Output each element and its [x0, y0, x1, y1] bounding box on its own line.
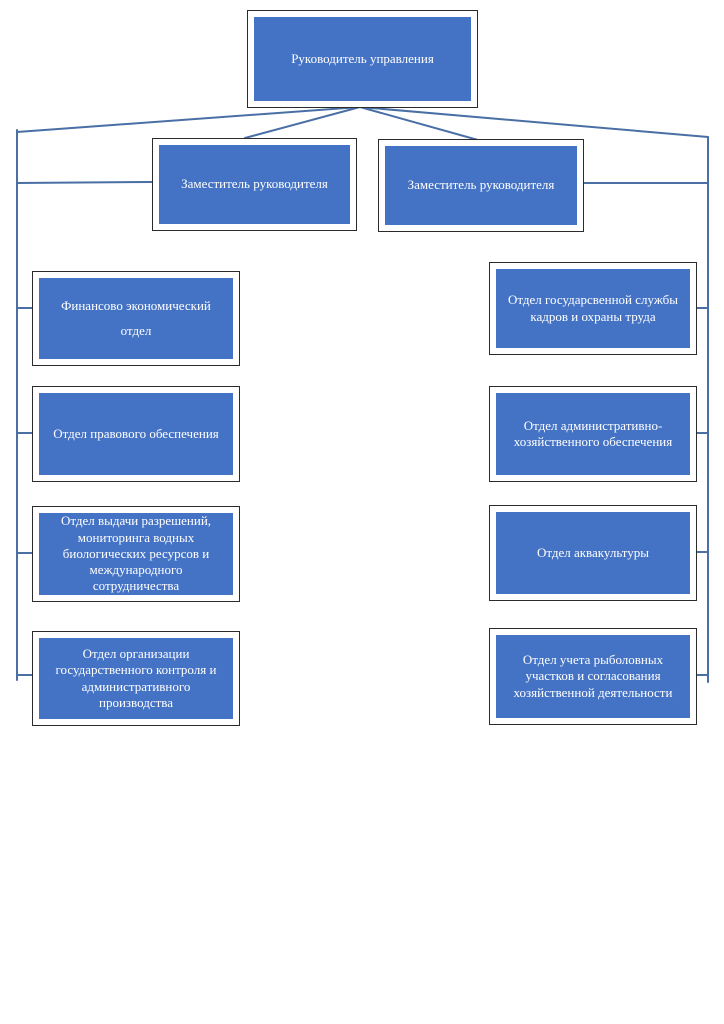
left-dept-3-box: Отдел выдачи разрешений, мониторинга вод… [39, 513, 233, 595]
right-dept-1-label: Отдел государсвенной службы кадров и охр… [508, 292, 678, 324]
connector-left-deputy [16, 181, 153, 184]
right-dept-2-label: Отдел административно-хозяйственного обе… [513, 417, 673, 449]
left-dept-2-label: Отдел правового обеспечения [53, 425, 219, 441]
deputy-node-left: Заместитель руководителя [152, 138, 357, 231]
right-dept-3: Отдел аквакультуры [489, 505, 697, 601]
connector-head-deputy-left [244, 106, 361, 139]
deputy-node-right: Заместитель руководителя [378, 139, 584, 232]
right-dept-3-label: Отдел аквакультуры [536, 544, 650, 560]
connector-head-left [16, 106, 361, 133]
left-dept-3-label: Отдел выдачи разрешений, мониторинга вод… [60, 513, 212, 594]
right-dept-2-box: Отдел административно-хозяйственного обе… [496, 393, 690, 475]
left-dept-1: Финансово экономический отдел [32, 271, 240, 366]
head-box: Руководитель управления [254, 17, 471, 101]
head-label: Руководитель управления [291, 50, 434, 66]
head-node: Руководитель управления [247, 10, 478, 108]
deputy-box-left: Заместитель руководителя [159, 145, 350, 224]
right-dept-3-box: Отдел аквакультуры [496, 512, 690, 594]
connector-head-right [359, 106, 709, 138]
right-dept-1-box: Отдел государсвенной службы кадров и охр… [496, 269, 690, 348]
left-dept-4: Отдел организации государственного контр… [32, 631, 240, 726]
left-dept-1-label: Финансово экономический отдел [61, 297, 211, 338]
left-dept-1-box: Финансово экономический отдел [39, 278, 233, 359]
left-dept-2: Отдел правового обеспечения [32, 386, 240, 482]
left-dept-3: Отдел выдачи разрешений, мониторинга вод… [32, 506, 240, 602]
connector-head-deputy-right [359, 106, 479, 141]
left-dept-4-label: Отдел организации государственного контр… [55, 646, 217, 710]
right-dept-4-box: Отдел учета рыболовных участков и соглас… [496, 635, 690, 718]
deputy-box-right: Заместитель руководителя [385, 146, 577, 225]
left-dept-2-box: Отдел правового обеспечения [39, 393, 233, 475]
right-dept-2: Отдел административно-хозяйственного обе… [489, 386, 697, 482]
deputy-label-right: Заместитель руководителя [407, 177, 555, 193]
right-dept-4-label: Отдел учета рыболовных участков и соглас… [513, 652, 673, 700]
deputy-label-left: Заместитель руководителя [181, 176, 328, 192]
right-dept-1: Отдел государсвенной службы кадров и охр… [489, 262, 697, 355]
right-dept-4: Отдел учета рыболовных участков и соглас… [489, 628, 697, 725]
left-dept-4-box: Отдел организации государственного контр… [39, 638, 233, 719]
